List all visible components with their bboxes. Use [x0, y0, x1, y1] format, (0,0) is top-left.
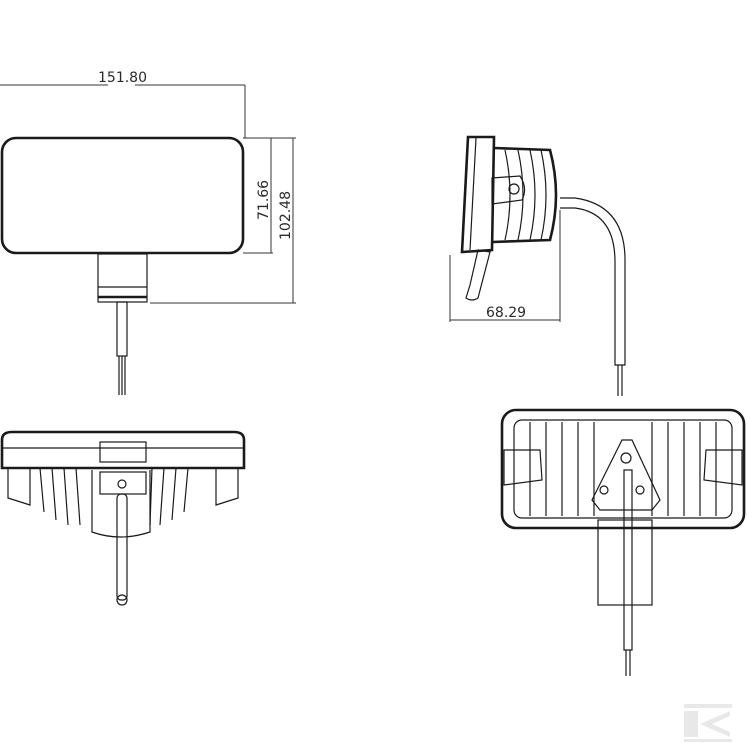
bottom-view [0, 430, 246, 606]
bottom-mount [91, 470, 151, 538]
dimension-depth: 68.29 [449, 210, 561, 322]
front-lens-housing [0, 136, 245, 255]
rear-view [500, 408, 746, 676]
dimension-lens-height: 71.66 [243, 137, 296, 254]
side-view: 68.29 [449, 135, 626, 396]
rear-side-brackets [503, 449, 743, 486]
rear-triangle-bracket [591, 439, 661, 511]
bottom-fins [7, 467, 239, 526]
bottom-housing [0, 430, 246, 470]
rear-cable [623, 469, 633, 651]
dimension-total-height: 102.48 [150, 138, 296, 304]
front-view: 151.80 71.66 102.48 [0, 70, 296, 395]
dimension-width-label: 151.80 [98, 70, 147, 86]
dimension-depth-label: 68.29 [486, 305, 526, 321]
side-bracket-pivot [491, 175, 526, 205]
k-logo-watermark [684, 704, 732, 742]
side-cable [560, 197, 626, 366]
dimension-width: 151.80 [0, 70, 246, 138]
side-pivot-bolt [508, 183, 520, 195]
front-mount-block [97, 253, 148, 303]
rear-fins [529, 422, 717, 516]
side-lens-bezel [460, 135, 496, 254]
rear-housing [500, 408, 746, 530]
front-cable [116, 301, 128, 357]
dimension-lens-height-label: 71.66 [256, 180, 272, 220]
rear-mount-block [597, 519, 653, 606]
dimension-total-height-label: 102.48 [278, 191, 294, 240]
side-bracket-arm [465, 249, 491, 301]
bottom-cable [116, 493, 128, 601]
side-heatsink [491, 146, 558, 244]
